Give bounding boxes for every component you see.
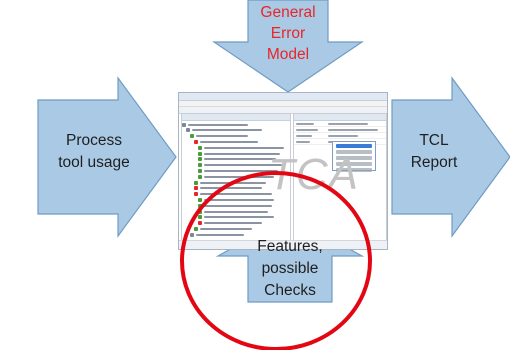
right-label-line: TCL bbox=[419, 132, 449, 149]
screenshot-tree-row-text bbox=[204, 222, 262, 225]
screenshot-tree-row bbox=[182, 226, 290, 231]
bottom-arrow-label: Features, possible Checks bbox=[244, 236, 336, 302]
screenshot-tree-row-text bbox=[196, 233, 244, 236]
screenshot-tree-row-icon bbox=[198, 203, 202, 208]
screenshot-tree-row-icon bbox=[194, 186, 198, 191]
top-label-line: General bbox=[260, 4, 316, 21]
screenshot-dropdown bbox=[332, 141, 376, 172]
screenshot-tree-row bbox=[182, 134, 290, 139]
screenshot-tree-row-icon bbox=[186, 128, 190, 133]
screenshot-tree-row-icon bbox=[194, 180, 198, 185]
screenshot-tree-row-text bbox=[204, 216, 274, 219]
screenshot-tree-row-text bbox=[200, 181, 266, 184]
bottom-label-line: Features, bbox=[257, 238, 323, 255]
left-label-line: Process bbox=[66, 132, 122, 149]
screenshot-tree-row-icon bbox=[198, 215, 202, 220]
screenshot-tree-row-icon bbox=[198, 151, 202, 156]
screenshot-tree-row bbox=[182, 157, 290, 162]
screenshot-property-row bbox=[294, 121, 386, 127]
screenshot-tree-row-icon bbox=[198, 157, 202, 162]
screenshot-tree-row bbox=[182, 145, 290, 150]
screenshot-tree-row-icon bbox=[190, 134, 194, 139]
screenshot-tree-row-icon bbox=[198, 163, 202, 168]
screenshot-tree-row bbox=[182, 128, 290, 133]
screenshot-title-bar bbox=[179, 93, 387, 101]
screenshot-tree-row-icon bbox=[198, 145, 202, 150]
top-arrow-label: General Error Model bbox=[240, 2, 336, 65]
left-label-line: tool usage bbox=[58, 154, 130, 171]
screenshot-tree-row-text bbox=[204, 175, 274, 178]
left-arrow bbox=[37, 76, 177, 238]
screenshot-tree-row-text bbox=[204, 158, 276, 161]
screenshot-tree-row bbox=[182, 215, 290, 220]
left-arrow-label: Process tool usage bbox=[36, 130, 152, 174]
screenshot-tree-tabs bbox=[182, 114, 290, 121]
screenshot-tree-row-icon bbox=[198, 169, 202, 174]
screenshot-properties-tabs bbox=[294, 114, 386, 121]
screenshot-tree-row-text bbox=[204, 210, 268, 213]
screenshot-tree-row bbox=[182, 203, 290, 208]
screenshot-tree-row-icon bbox=[182, 122, 186, 127]
right-label-line: Report bbox=[410, 154, 458, 171]
screenshot-tree-row bbox=[182, 122, 290, 127]
screenshot-tree-row-icon bbox=[194, 140, 198, 145]
screenshot-tree-row-text bbox=[200, 141, 258, 144]
screenshot-tree-row bbox=[182, 151, 290, 156]
screenshot-menu-bar bbox=[179, 101, 387, 107]
screenshot-tree-row-icon bbox=[194, 192, 198, 197]
screenshot-tree-row bbox=[182, 221, 290, 226]
screenshot-tree-row-icon bbox=[194, 226, 198, 231]
screenshot-tree-row-icon bbox=[198, 174, 202, 179]
top-arrow bbox=[212, 0, 364, 93]
top-label-line: Model bbox=[266, 46, 310, 63]
right-arrow-label: TCL Report bbox=[404, 130, 464, 174]
screenshot-property-row bbox=[294, 133, 386, 139]
bottom-label-line: Checks bbox=[264, 282, 316, 299]
screenshot-tree-row-text bbox=[204, 152, 280, 155]
screenshot-tree-row-icon bbox=[198, 198, 202, 202]
screenshot-tree-row-text bbox=[204, 199, 274, 201]
screenshot-tree-row bbox=[182, 140, 290, 145]
screenshot-tree-row-icon bbox=[198, 209, 202, 214]
screenshot-tree-row-text bbox=[200, 187, 262, 190]
screenshot-tree-row bbox=[182, 163, 290, 168]
screenshot-tree-row-text bbox=[204, 170, 278, 173]
screenshot-tree-row-text bbox=[204, 204, 272, 207]
screenshot-tree-row-icon bbox=[198, 221, 202, 226]
tca-watermark: TCA bbox=[268, 150, 359, 199]
screenshot-tree-row-text bbox=[200, 193, 272, 196]
top-label-line: Error bbox=[270, 25, 306, 42]
bottom-label-line: possible bbox=[261, 260, 319, 277]
screenshot-tree-row bbox=[182, 209, 290, 214]
screenshot-tree-row-text bbox=[196, 135, 248, 138]
screenshot-property-row bbox=[294, 127, 386, 133]
right-arrow bbox=[391, 76, 510, 238]
screenshot-tree-row-text bbox=[200, 227, 252, 230]
screenshot-tree-row-text bbox=[192, 129, 262, 132]
screenshot-tree-row-icon bbox=[190, 232, 194, 237]
screenshot-tree-row bbox=[182, 169, 290, 174]
screenshot-tree-row-text bbox=[204, 146, 284, 149]
screenshot-tree-row-text bbox=[204, 164, 282, 167]
screenshot-tree-row-text bbox=[188, 123, 248, 126]
